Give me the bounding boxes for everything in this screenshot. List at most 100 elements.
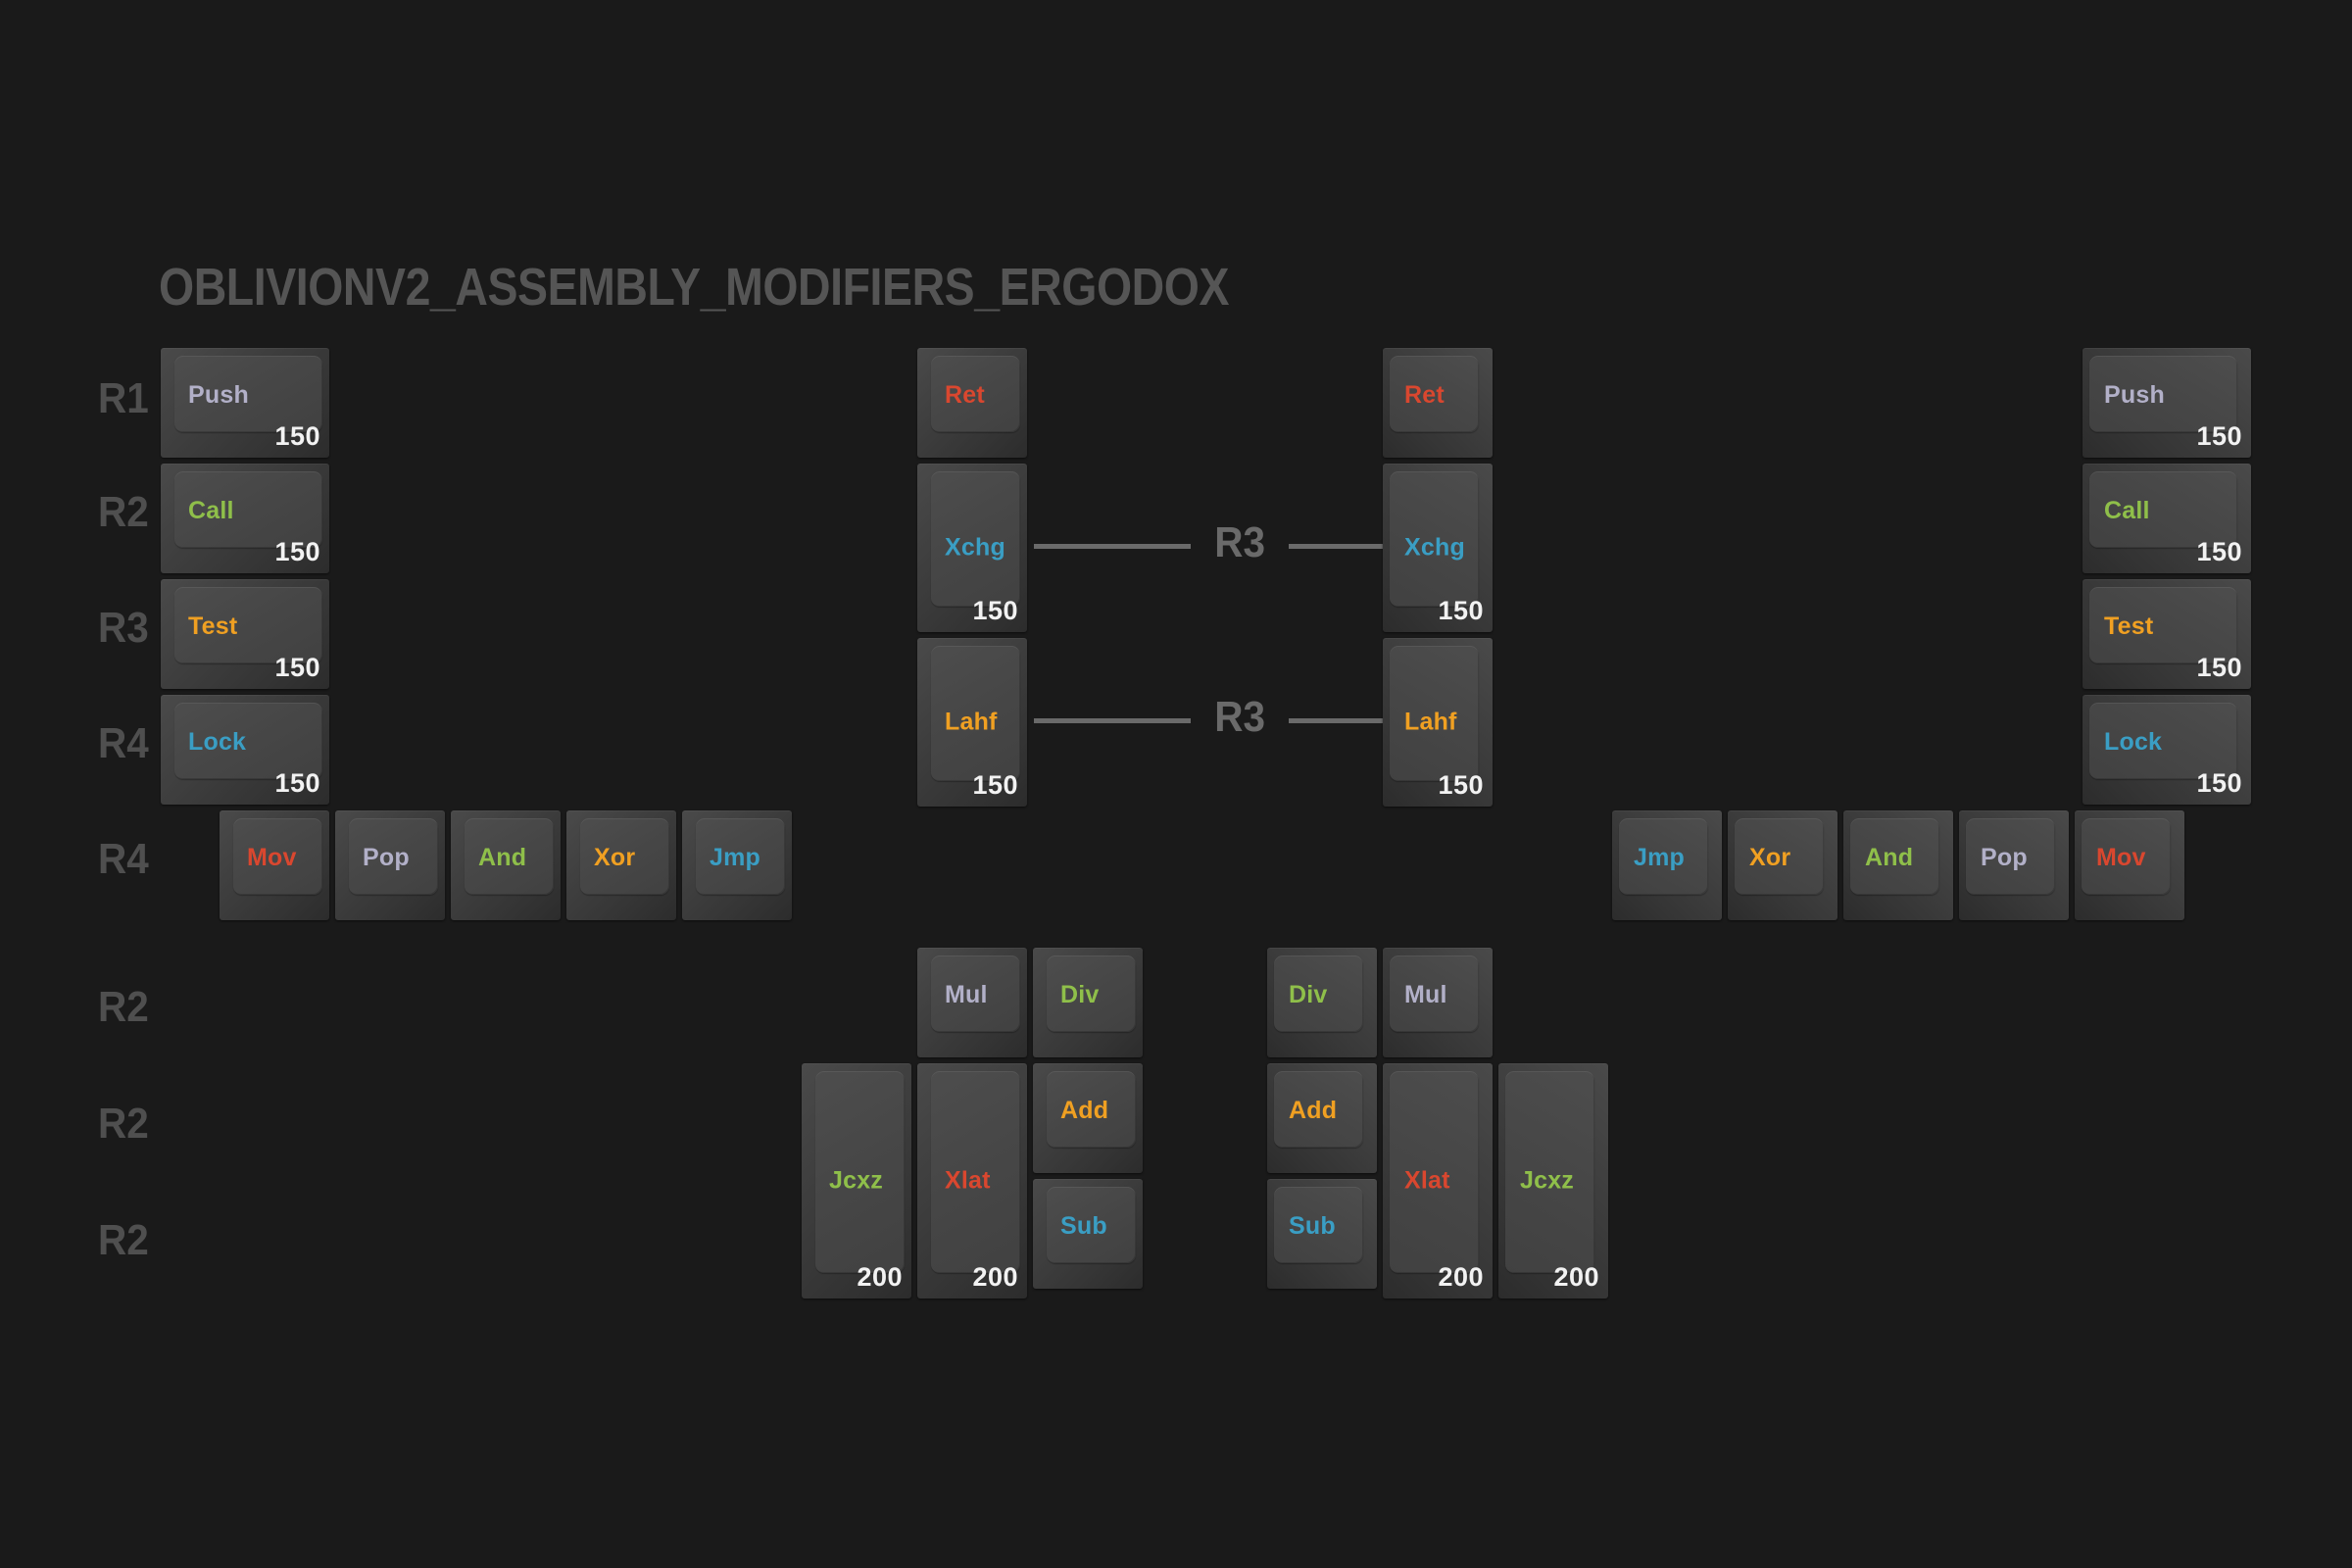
keycap-top-surface [233,818,322,895]
keycap-legend: Add [1060,1097,1109,1124]
keycap-lock-3[interactable]: Lock 150 [161,695,329,805]
keycap-top-surface [2089,587,2237,663]
row-label-r2-1: R2 [98,488,149,536]
keycap-top-surface [1047,1187,1136,1263]
keycap-ret-9[interactable]: Ret [917,348,1027,458]
keycap-mul-24[interactable]: Mul [917,948,1027,1057]
keycap-top-surface [1390,356,1479,432]
keycap-div-25[interactable]: Div [1033,948,1143,1057]
keycap-legend: Pop [363,844,410,871]
keycap-size-badge: 150 [2196,537,2242,566]
keycap-xor-16[interactable]: Xor [1728,810,1838,920]
keycap-div-30[interactable]: Div [1267,948,1377,1057]
keycap-legend: Mov [247,844,297,871]
keycap-size-badge: 150 [274,421,320,451]
keycap-legend: Jmp [1634,844,1686,871]
keycap-mov-4[interactable]: Mov [220,810,329,920]
keycap-and-6[interactable]: And [451,810,561,920]
keycap-legend: Add [1289,1097,1338,1124]
keycap-top-surface [931,356,1020,432]
keycap-pop-5[interactable]: Pop [335,810,445,920]
keycap-call-21[interactable]: Call 150 [2082,464,2251,573]
keycap-sub-29[interactable]: Sub [1033,1179,1143,1289]
keycap-top-surface [1274,1187,1363,1263]
keycap-legend: Xlat [945,1166,991,1195]
row-label-r2-6: R2 [98,1100,149,1148]
keycap-top-surface [1047,956,1136,1032]
keycap-legend: Div [1060,981,1100,1008]
keycap-top-surface [1390,646,1479,781]
keycap-top-surface [174,587,322,663]
row-label-r2-7: R2 [98,1216,149,1264]
keycap-xlat-34[interactable]: Xlat 200 [1383,1063,1493,1298]
keycap-size-badge: 150 [972,596,1018,625]
connector-line-left [1034,543,1191,549]
keycap-top-surface [174,471,322,548]
keycap-legend: Mul [945,981,988,1008]
row-connector-1: R3 [1034,696,1446,742]
row-label-r3-2: R3 [98,604,149,652]
row-label-r4-3: R4 [98,719,149,767]
keycap-size-badge: 200 [1438,1262,1484,1292]
keycap-mov-19[interactable]: Mov [2075,810,2184,920]
keycap-size-badge: 150 [274,537,320,566]
keycap-top-surface [580,818,669,895]
keycap-legend: Jcxz [1520,1166,1575,1195]
keycap-top-surface [931,956,1020,1032]
keycap-top-surface [931,471,1020,607]
keycap-legend: Xlat [1404,1166,1450,1195]
connector-line-right [1289,543,1446,549]
keycap-legend: Xor [594,844,636,871]
keycap-legend: And [478,844,527,871]
keycap-size-badge: 150 [2196,653,2242,682]
keycap-legend: Sub [1289,1212,1336,1240]
keycap-top-surface [1047,1071,1136,1148]
keycap-jmp-8[interactable]: Jmp [682,810,792,920]
keycap-legend: Test [188,612,238,640]
keycap-pop-18[interactable]: Pop [1959,810,2069,920]
keycap-legend: Jcxz [829,1166,884,1195]
keycap-mul-31[interactable]: Mul [1383,948,1493,1057]
keycap-legend: Lahf [945,708,998,736]
keycap-xor-7[interactable]: Xor [566,810,676,920]
keycap-top-surface [1390,956,1479,1032]
keycap-add-32[interactable]: Add [1267,1063,1377,1173]
keycap-top-surface [1850,818,1939,895]
keycap-legend: Xor [1749,844,1791,871]
page-title: OBLIVIONV2_ASSEMBLY_MODIFIERS_ERGODOX [159,258,1230,317]
keycap-legend: Lock [188,728,247,756]
keycap-legend: Mov [2096,844,2146,871]
keycap-sub-33[interactable]: Sub [1267,1179,1377,1289]
keycap-legend: Call [2104,497,2150,524]
keycap-legend: Ret [1404,381,1445,409]
keycap-top-surface [465,818,554,895]
keycap-jmp-15[interactable]: Jmp [1612,810,1722,920]
keycap-add-28[interactable]: Add [1033,1063,1143,1173]
keycap-and-17[interactable]: And [1843,810,1953,920]
keycap-top-surface [2089,471,2237,548]
row-label-r2-5: R2 [98,983,149,1031]
keycap-legend: Mul [1404,981,1447,1008]
keycap-ret-12[interactable]: Ret [1383,348,1493,458]
keycap-legend: Jmp [710,844,761,871]
keycap-top-surface [815,1071,905,1273]
connector-line-right [1289,717,1446,723]
keycap-size-badge: 150 [1438,596,1484,625]
connector-label: R3 [1214,518,1265,566]
keycap-top-surface [696,818,785,895]
keycap-size-badge: 150 [274,768,320,798]
